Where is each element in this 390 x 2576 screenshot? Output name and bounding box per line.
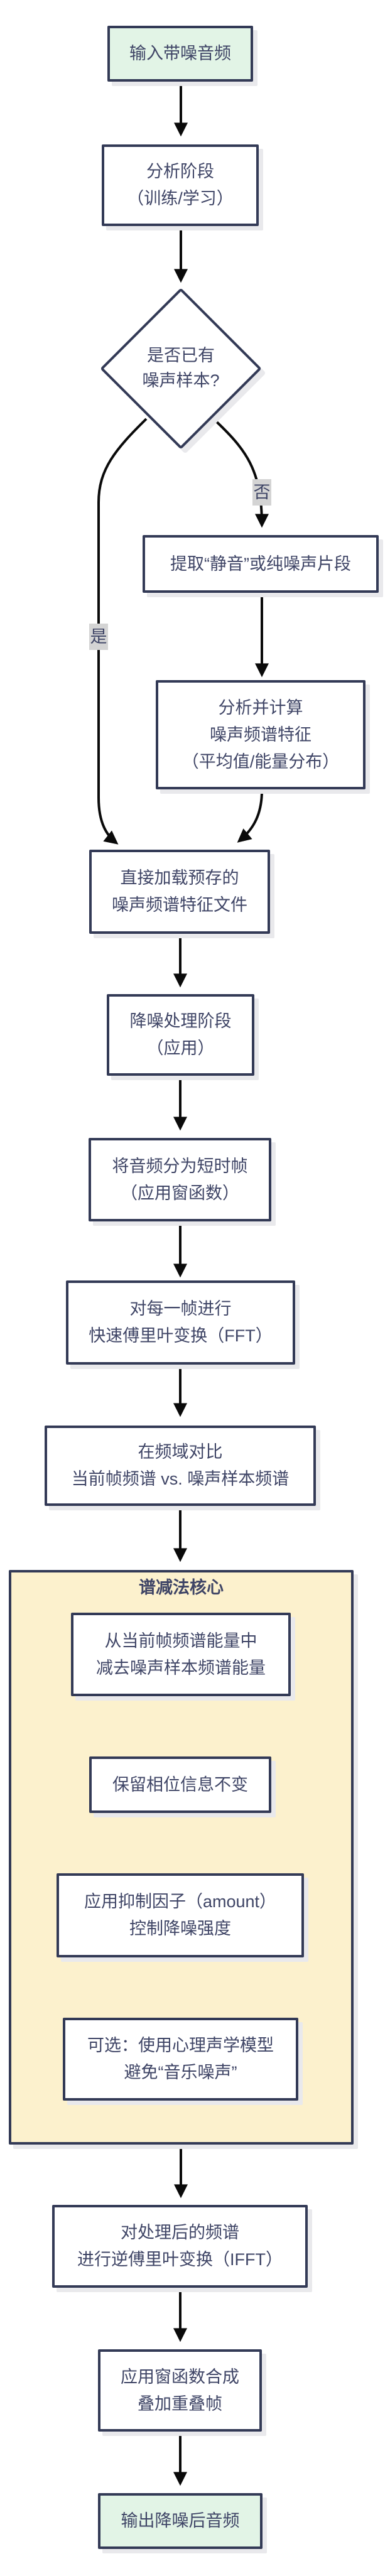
node-denoise-stage: 降噪处理阶段 （应用） [107, 994, 254, 1076]
edge-label-no: 否 [252, 479, 271, 506]
group-title-spectral-subtraction: 谱减法核心 [139, 1578, 224, 1597]
decision-question-text: 是否已有 噪声样本? [142, 346, 220, 390]
node-keep-phase: 保留相位信息不变 [89, 1756, 271, 1813]
node-subtract-energy: 从当前帧频谱能量中 减去噪声样本频谱能量 [71, 1613, 291, 1696]
node-ifft: 对处理后的频谱 进行逆傅里叶变换（IFFT） [52, 2205, 308, 2288]
edge-label-yes: 是 [89, 624, 108, 650]
node-split-frames: 将音频分为短时帧 （应用窗函数） [89, 1138, 271, 1221]
node-compare-spectrum: 在频域对比 当前帧频谱 vs. 噪声样本频谱 [45, 1426, 316, 1506]
node-input-audio: 输入带噪音频 [107, 26, 253, 82]
node-analysis-stage: 分析阶段 （训练/学习） [102, 144, 259, 226]
node-psychoacoustic-model: 可选：使用心理声学模型 避免“音乐噪声” [63, 2018, 298, 2101]
node-extract-silence: 提取“静音”或纯噪声片段 [143, 535, 379, 593]
node-fft: 对每一帧进行 快速傅里叶变换（FFT） [66, 1280, 295, 1365]
node-load-noise-profile: 直接加载预存的 噪声频谱特征文件 [89, 850, 270, 934]
node-output-audio: 输出降噪后音频 [98, 2493, 263, 2549]
node-suppression-amount: 应用抑制因子（amount） 控制降噪强度 [57, 1873, 304, 1957]
node-overlap-add: 应用窗函数合成 叠加重叠帧 [98, 2349, 262, 2432]
node-compute-noise-features: 分析并计算 噪声频谱特征 （平均值/能量分布） [156, 680, 366, 789]
